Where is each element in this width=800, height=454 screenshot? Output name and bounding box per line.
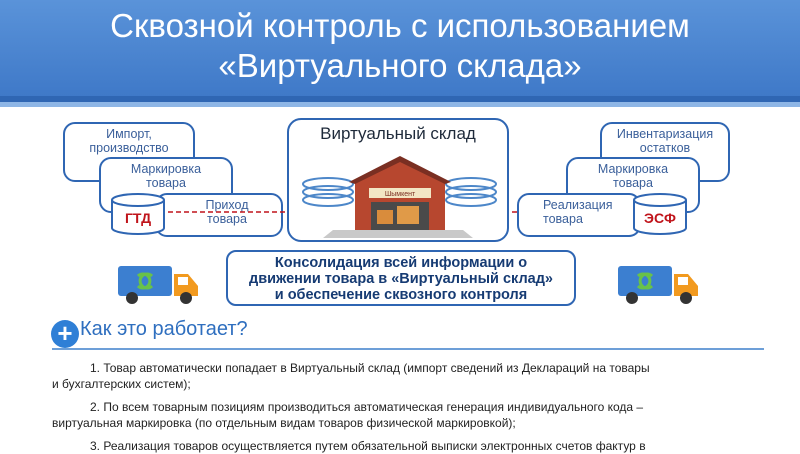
header-banner: Сквозной контроль с использованием «Вирт… bbox=[0, 0, 800, 96]
gtd-cylinder: ГТД bbox=[110, 192, 166, 235]
truck-left-icon bbox=[118, 266, 198, 304]
title-line-1: Сквозной контроль с использованием bbox=[110, 7, 690, 44]
gtd-label: ГТД bbox=[124, 210, 152, 226]
header-stripe-light bbox=[0, 102, 800, 107]
title-line-2: «Виртуального склада» bbox=[218, 47, 582, 84]
truck-right-icon bbox=[618, 266, 698, 304]
esf-cylinder-icon bbox=[633, 193, 687, 235]
marking-right-label-2: товара bbox=[613, 176, 653, 190]
paragraph-1: 1. Товар автоматически попадает в Виртуа… bbox=[52, 360, 772, 392]
import-label-1: Импорт, bbox=[106, 127, 152, 141]
section-divider bbox=[52, 348, 764, 350]
arrival-label-1: Приход bbox=[205, 198, 249, 212]
esf-cylinder: ЭСФ bbox=[632, 192, 688, 235]
header-stripe-dark bbox=[0, 96, 800, 102]
sales-box: Реализация товара bbox=[517, 193, 641, 237]
paragraph-1-line-2: и бухгалтерских систем); bbox=[52, 377, 191, 391]
virtual-warehouse-box: Виртуальный склад Шымкент bbox=[287, 118, 509, 242]
inventory-label-1: Инвентаризация bbox=[616, 127, 714, 141]
inventory-label-2: остатков bbox=[639, 141, 691, 155]
esf-label: ЭСФ bbox=[643, 210, 677, 226]
marking-left-label-2: товара bbox=[146, 176, 186, 190]
consolidation-line-1: Консолидация всей информации о bbox=[274, 255, 528, 271]
warehouse-title: Виртуальный склад bbox=[320, 124, 476, 143]
consolidation-box: Консолидация всей информации о движении … bbox=[226, 250, 576, 306]
gtd-cylinder-icon bbox=[111, 193, 165, 235]
consolidation-line-3: и обеспечение сквозного контроля bbox=[274, 287, 528, 303]
paragraph-3: 3. Реализация товаров осуществляется пут… bbox=[52, 438, 772, 454]
paragraph-2-line-1: 2. По всем товарным позициям производить… bbox=[90, 400, 644, 414]
arrival-label-2: товара bbox=[207, 212, 247, 226]
paragraph-3-line-1: 3. Реализация товаров осуществляется пут… bbox=[90, 439, 646, 453]
paragraph-1-line-1: 1. Товар автоматически попадает в Виртуа… bbox=[90, 361, 650, 375]
plus-icon: + bbox=[51, 320, 79, 348]
sales-label-1: Реализация bbox=[543, 198, 613, 212]
warehouse-sign: Шымкент bbox=[385, 191, 416, 198]
marking-right-label-1: Маркировка bbox=[597, 162, 669, 176]
how-it-works-heading: Как это работает? bbox=[80, 318, 248, 340]
marking-left-label-1: Маркировка bbox=[130, 162, 202, 176]
paragraph-2-line-2: виртуальная маркировка (по отдельным вид… bbox=[52, 416, 516, 430]
paragraph-2: 2. По всем товарным позициям производить… bbox=[52, 399, 772, 431]
arrival-box: Приход товара bbox=[155, 193, 283, 237]
consolidation-line-2: движении товара в «Виртуальный склад» bbox=[248, 271, 553, 287]
sales-label-2: товара bbox=[543, 212, 583, 226]
import-label-2: производство bbox=[89, 141, 169, 155]
warehouse-icon: Шымкент bbox=[302, 156, 497, 238]
